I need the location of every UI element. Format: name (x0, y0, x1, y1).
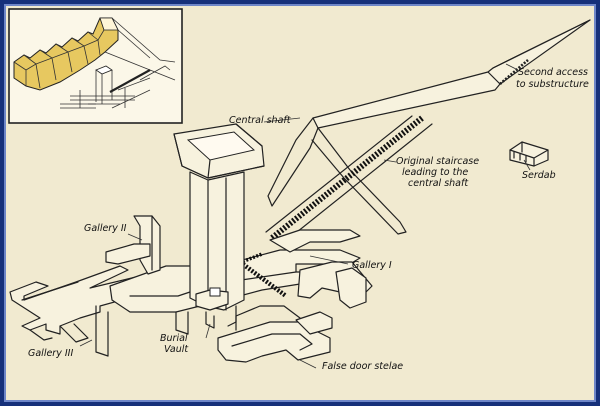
serdab-icon (509, 141, 549, 167)
label-serdab: Serdab (522, 170, 556, 181)
label-original-staircase-1: Original staircase (396, 156, 479, 167)
label-second-access-1: Second access (518, 67, 588, 78)
pyramid-inset (8, 8, 183, 124)
central-shaft (173, 123, 265, 329)
step-pyramid-icon (13, 17, 176, 91)
label-gallery-ii: Gallery II (84, 223, 127, 234)
label-gallery-iii: Gallery III (28, 348, 73, 359)
label-burial-vault-2: Vault (164, 344, 189, 355)
label-gallery-i: Gallery I (352, 260, 392, 271)
galleries-network (9, 215, 373, 363)
leader-lines (79, 63, 531, 369)
label-burial-vault-1: Burial (160, 333, 188, 344)
original-staircase (265, 115, 433, 245)
label-central-shaft: Central shaft (229, 115, 292, 126)
label-original-staircase-2: leading to the (402, 167, 468, 178)
second-access-ramp (267, 19, 591, 235)
label-original-staircase-3: central shaft (408, 178, 469, 189)
label-false-door-stelae: False door stelae (322, 361, 403, 372)
label-second-access-2: to substructure (516, 79, 589, 90)
inset-shaft-icon (60, 65, 171, 109)
